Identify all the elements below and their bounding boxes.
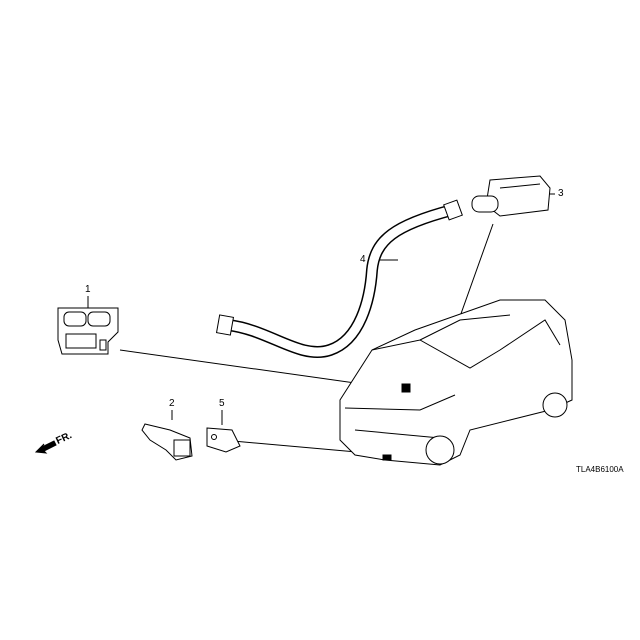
part-3-camera	[471, 175, 551, 217]
callout-3: 3	[558, 188, 564, 199]
part-1-switch	[57, 307, 119, 355]
vehicle-outline	[339, 299, 573, 466]
front-arrow-icon	[34, 440, 57, 454]
part-2-sensor	[141, 423, 193, 461]
callout-4: 4	[360, 254, 366, 265]
callout-1: 1	[85, 284, 91, 295]
callout-2: 2	[169, 398, 175, 409]
part-4-hose	[215, 199, 463, 358]
diagram-code: TLA4B6100A	[576, 465, 624, 474]
part-5-bracket	[206, 427, 241, 453]
callout-5: 5	[219, 398, 225, 409]
